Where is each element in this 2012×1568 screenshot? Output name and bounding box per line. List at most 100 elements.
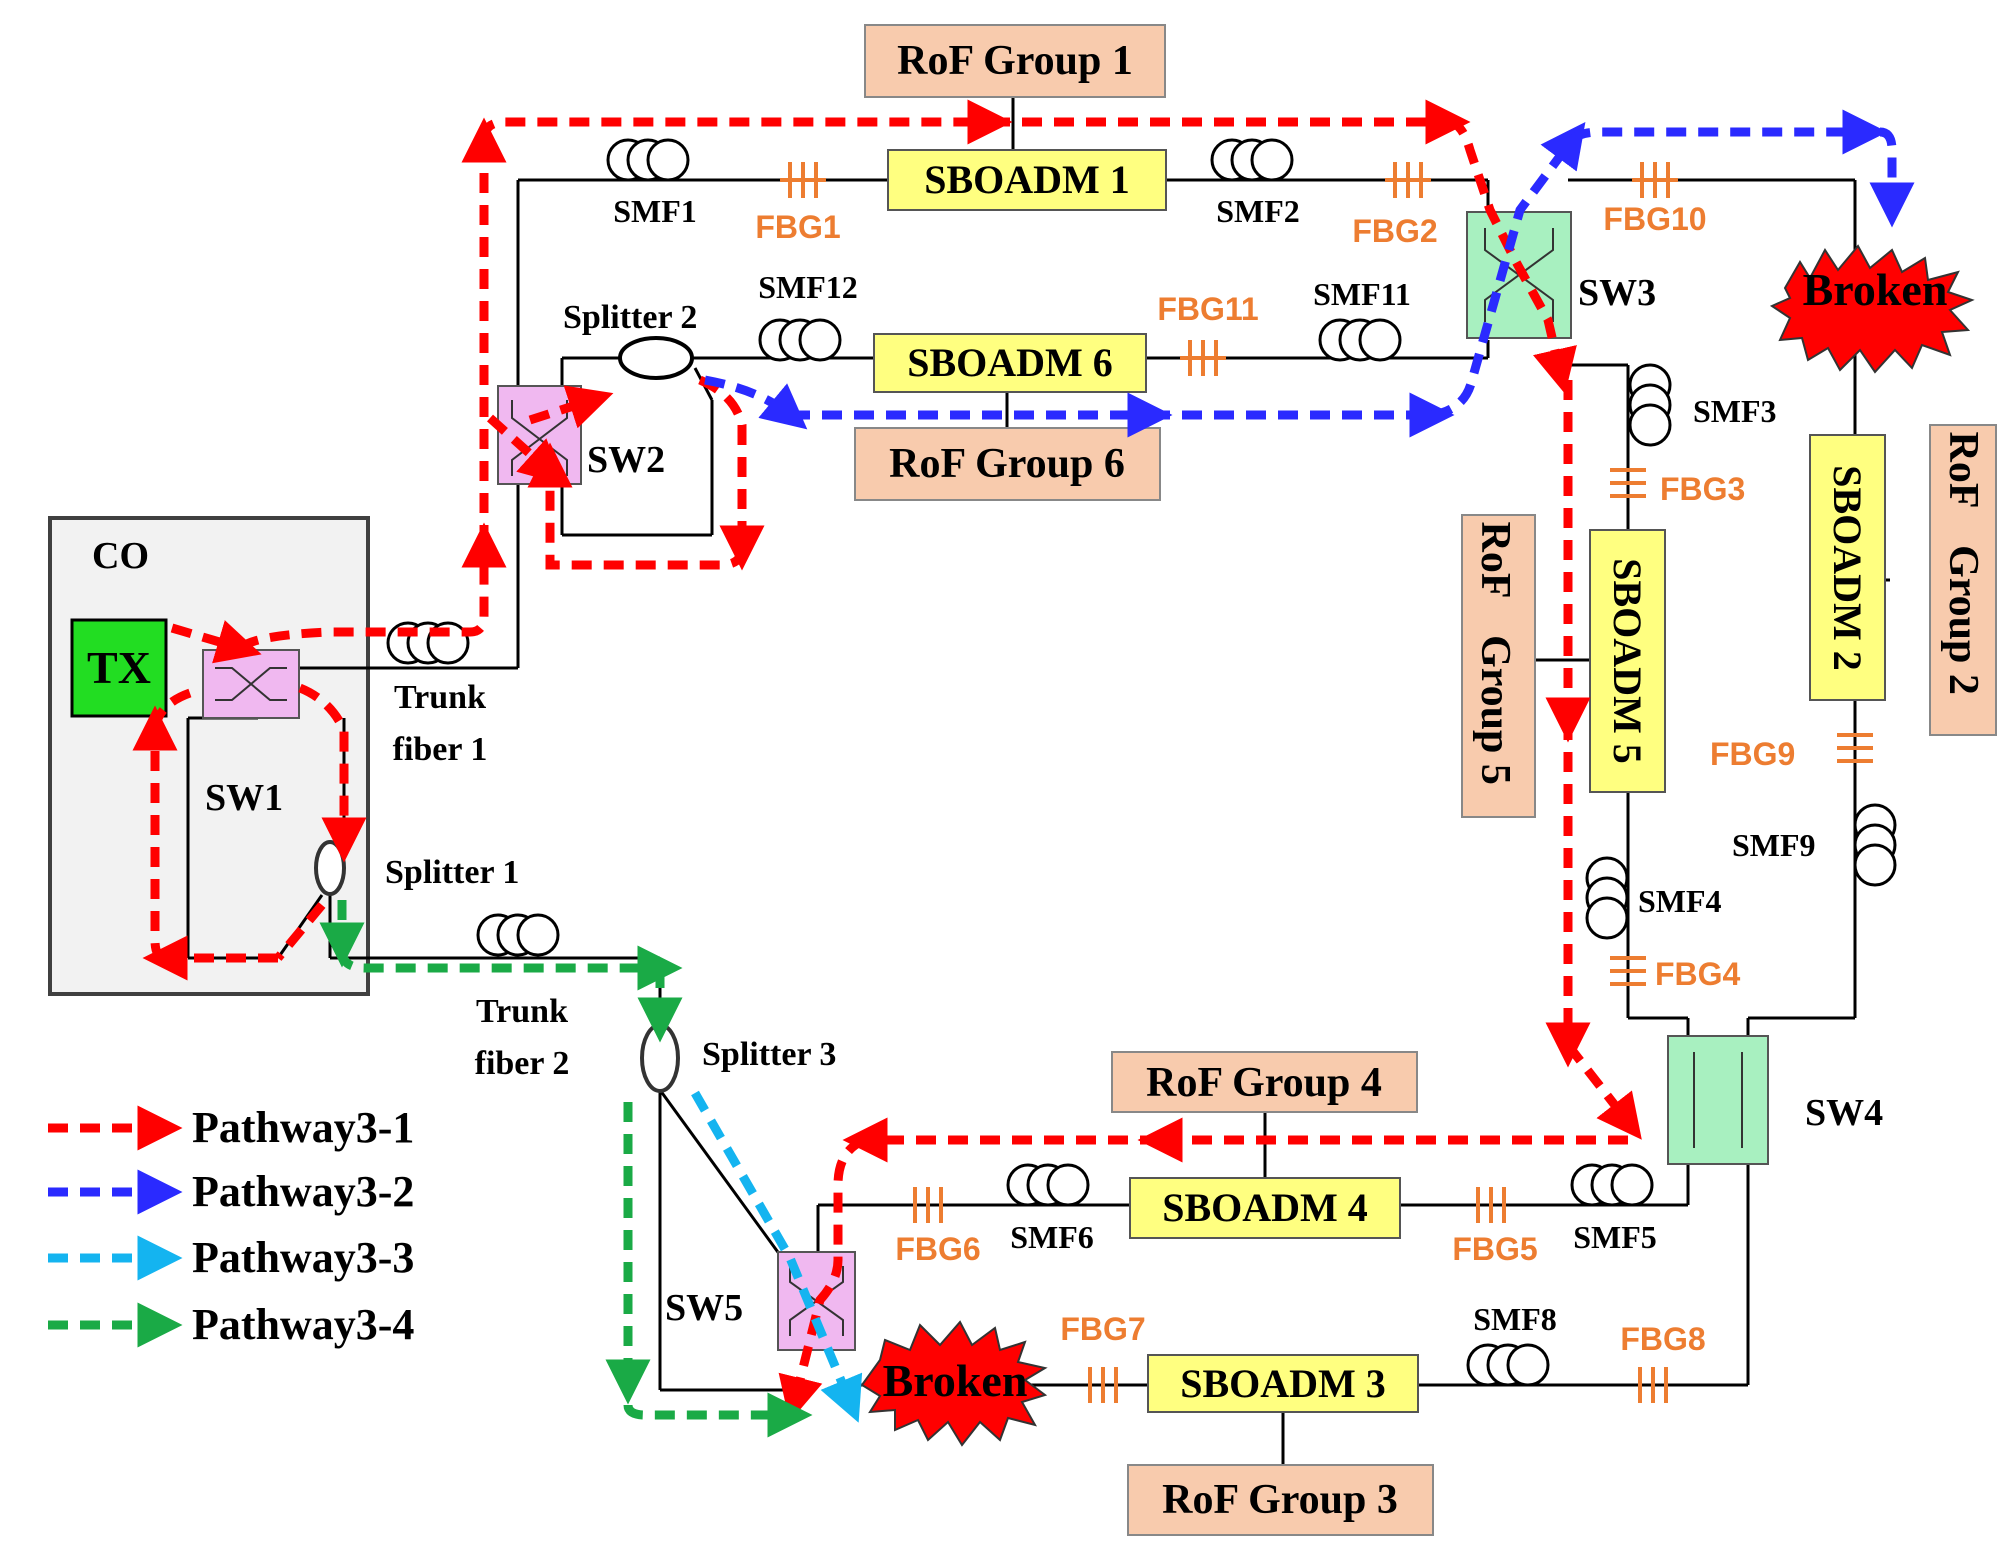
rof-group2-label-b: Group 2 xyxy=(1940,545,1986,695)
sboadm2-box xyxy=(1809,434,1886,701)
legend-label-pathway3-1: Pathway3-1 xyxy=(192,1103,414,1152)
broken-burst-bottom: Broken xyxy=(860,1320,1048,1447)
rof-group5-box xyxy=(1461,514,1536,818)
rof-group3-box xyxy=(1127,1464,1434,1536)
fbg8-label: FBG8 xyxy=(1620,1321,1705,1357)
rof-group6-box xyxy=(854,427,1161,501)
splitter2-shape xyxy=(618,336,694,380)
fbg4-marker xyxy=(1610,956,1646,986)
smf1-label: SMF1 xyxy=(613,193,697,229)
fbg11-marker xyxy=(1180,340,1226,376)
broken-burst-top: Broken xyxy=(1769,244,1975,374)
smf4-coil xyxy=(1585,856,1629,940)
fbg10-label: FBG10 xyxy=(1603,201,1706,237)
fbg9-marker xyxy=(1837,733,1873,763)
pathway3-1 xyxy=(132,99,1642,1422)
sboadm6-label: SBOADM 6 xyxy=(907,340,1113,385)
legend-label-pathway3-2: Pathway3-2 xyxy=(192,1167,414,1216)
sboadm5-box xyxy=(1589,529,1666,793)
smf5-label: SMF5 xyxy=(1573,1219,1657,1255)
sboadm3-label: SBOADM 3 xyxy=(1180,1361,1386,1406)
broken-label-top: Broken xyxy=(1803,264,1948,315)
legend-item-pathway3-3: Pathway3-3 xyxy=(48,1233,414,1282)
sboadm5-label: SBOADM 5 xyxy=(1605,558,1650,764)
rof-group5-label-b: Group 5 xyxy=(1472,635,1518,785)
trunk1-label-line2: fiber 1 xyxy=(393,731,488,768)
splitter3-shape xyxy=(640,1023,680,1093)
legend-item-pathway3-2: Pathway3-2 xyxy=(48,1167,414,1216)
smf3-coil xyxy=(1628,363,1672,447)
sboadm6-box xyxy=(873,333,1147,393)
co-box xyxy=(48,516,370,996)
sw2-switch xyxy=(497,385,582,485)
legend: Pathway3-1 Pathway3-2 Pathway3-3 Pathway… xyxy=(48,1103,414,1349)
fbg5-label: FBG5 xyxy=(1452,1231,1537,1267)
rof-group1-box xyxy=(864,24,1166,98)
sboadm4-label: SBOADM 4 xyxy=(1162,1185,1368,1230)
trunk1-label-line1: Trunk xyxy=(394,679,486,716)
fbg10-marker xyxy=(1632,162,1678,198)
smf2-label: SMF2 xyxy=(1216,193,1300,229)
sw1-switch xyxy=(202,649,300,719)
smf4-label: SMF4 xyxy=(1638,883,1722,919)
sboadm3-box xyxy=(1147,1354,1419,1413)
rof-group2-box xyxy=(1929,424,1997,736)
rof-group2-label-a: RoF xyxy=(1940,432,1986,509)
fbg1-label: FBG1 xyxy=(755,209,840,245)
sw1-label: SW1 xyxy=(205,777,283,819)
fbg1-marker xyxy=(780,162,826,198)
legend-item-pathway3-4: Pathway3-4 xyxy=(48,1300,414,1349)
co-label: CO xyxy=(92,535,149,577)
sboadm4-box xyxy=(1129,1177,1401,1239)
fbg9-label: FBG9 xyxy=(1710,736,1795,772)
splitter3-label: Splitter 3 xyxy=(702,1036,836,1073)
fbg6-marker xyxy=(913,1187,943,1223)
rof-group4-label: RoF Group 4 xyxy=(1146,1060,1382,1106)
smf12-coil xyxy=(758,318,842,362)
trunk2-label-line1: Trunk xyxy=(476,993,568,1030)
fbg3-label: FBG3 xyxy=(1660,471,1745,507)
splitter1-shape xyxy=(314,840,346,896)
legend-item-pathway3-1: Pathway3-1 xyxy=(48,1103,414,1152)
smf11-coil xyxy=(1318,318,1402,362)
fbg6-label: FBG6 xyxy=(895,1231,980,1267)
smf12-label: SMF12 xyxy=(758,269,858,305)
smf8-coil xyxy=(1466,1343,1550,1387)
pathway3-2 xyxy=(704,109,1915,438)
broken-label-bottom: Broken xyxy=(883,1355,1028,1406)
legend-label-pathway3-4: Pathway3-4 xyxy=(192,1300,414,1349)
smf9-label: SMF9 xyxy=(1732,827,1816,863)
smf3-label: SMF3 xyxy=(1693,393,1777,429)
fbg8-marker xyxy=(1638,1367,1668,1403)
splitter2-label: Splitter 2 xyxy=(563,299,697,336)
rof-group6-label: RoF Group 6 xyxy=(889,441,1125,487)
smf11-label: SMF11 xyxy=(1313,276,1411,312)
rof-group4-box xyxy=(1111,1051,1418,1113)
fbg11-label: FBG11 xyxy=(1157,291,1258,327)
smf1-coil xyxy=(606,138,690,182)
sw3-label: SW3 xyxy=(1578,272,1656,314)
fbg2-label: FBG2 xyxy=(1352,213,1437,249)
smf6-label: SMF6 xyxy=(1010,1219,1094,1255)
fbg7-label: FBG7 xyxy=(1060,1311,1145,1347)
pathway3-4 xyxy=(319,900,813,1438)
sw5-label: SW5 xyxy=(665,1287,743,1329)
smf2-coil xyxy=(1210,138,1294,182)
fbg2-marker xyxy=(1385,162,1431,198)
legend-label-pathway3-3: Pathway3-3 xyxy=(192,1233,414,1282)
splitter1-label: Splitter 1 xyxy=(385,854,519,891)
fbg3-marker xyxy=(1610,468,1646,498)
pathway3-3 xyxy=(691,1090,863,1423)
smf8-label: SMF8 xyxy=(1473,1301,1557,1337)
rof-group3-label: RoF Group 3 xyxy=(1162,1477,1398,1523)
fiber-coils xyxy=(386,138,1897,1387)
smf6-coil xyxy=(1006,1163,1090,1207)
fbg5-marker xyxy=(1476,1187,1506,1223)
trunk2-label-line2: fiber 2 xyxy=(475,1045,570,1082)
tx-label: TX xyxy=(87,642,151,693)
tx-box xyxy=(70,618,168,718)
sboadm2-label: SBOADM 2 xyxy=(1825,465,1870,671)
sw4-label: SW4 xyxy=(1805,1092,1883,1134)
sw4-switch xyxy=(1667,1035,1769,1165)
